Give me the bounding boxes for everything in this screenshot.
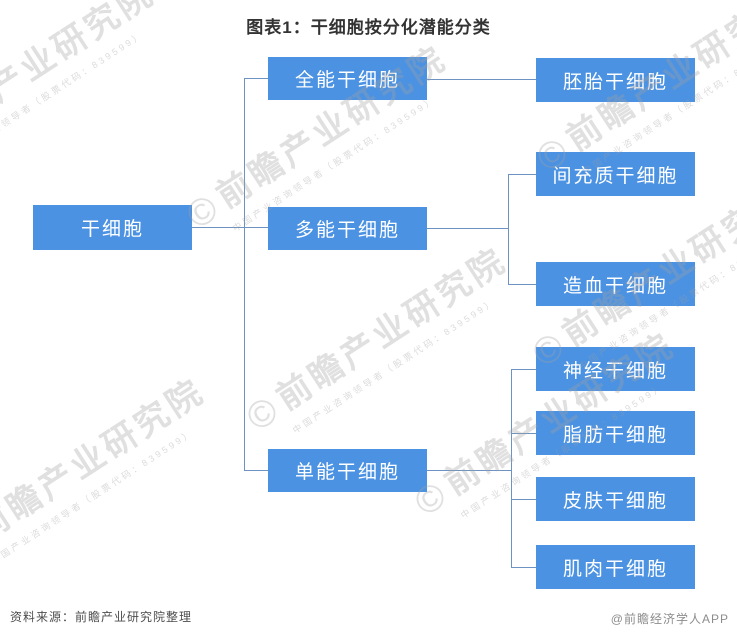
connector-line xyxy=(244,78,268,79)
connector-line xyxy=(511,369,512,568)
node-embryonic: 胚胎干细胞 xyxy=(536,58,695,102)
connector-line xyxy=(511,499,536,500)
watermark-text: 前瞻产业研究院 xyxy=(0,371,212,549)
node-adipose: 脂肪干细胞 xyxy=(536,411,695,455)
connector-line xyxy=(244,470,268,471)
node-hematopoietic: 造血干细胞 xyxy=(536,262,695,306)
connector-line xyxy=(427,470,511,471)
connector-line xyxy=(427,228,508,229)
watermark: ©前瞻产业研究院 中国产业咨询领导者（股票代码：839599） xyxy=(239,240,524,453)
copyright-icon: © xyxy=(239,387,290,440)
connector-line xyxy=(508,174,536,175)
watermark-subtext: 中国产业咨询领导者（股票代码：839599） xyxy=(0,427,196,567)
watermark-subtext: 中国产业咨询领导者（股票代码：839599） xyxy=(290,296,498,436)
watermark-text: 前瞻产业研究院 xyxy=(270,240,514,418)
connector-line xyxy=(244,78,245,471)
node-neural: 神经干细胞 xyxy=(536,347,695,391)
connector-line xyxy=(511,369,536,370)
connector-line xyxy=(508,284,536,285)
node-mesenchymal: 间充质干细胞 xyxy=(536,152,695,196)
node-pluripotent: 多能干细胞 xyxy=(268,207,427,250)
connector-line xyxy=(511,433,536,434)
node-stem-cell: 干细胞 xyxy=(33,205,192,250)
node-unipotent: 单能干细胞 xyxy=(268,449,427,492)
node-skin: 皮肤干细胞 xyxy=(536,477,695,521)
node-muscle: 肌肉干细胞 xyxy=(536,545,695,589)
watermark: ©前瞻产业研究院 中国产业咨询领导者（股票代码：839599） xyxy=(0,372,222,584)
page-title: 图表1：干细胞按分化潜能分类 xyxy=(246,18,491,37)
connector-line xyxy=(427,79,536,80)
connector-line xyxy=(511,567,536,568)
connector-line xyxy=(508,174,509,285)
source-note: 资料来源：前瞻产业研究院整理 xyxy=(10,610,193,624)
node-totipotent: 全能干细胞 xyxy=(268,57,427,100)
connector-line xyxy=(192,227,268,228)
app-credit: @前瞻经济学人APP xyxy=(610,612,729,626)
